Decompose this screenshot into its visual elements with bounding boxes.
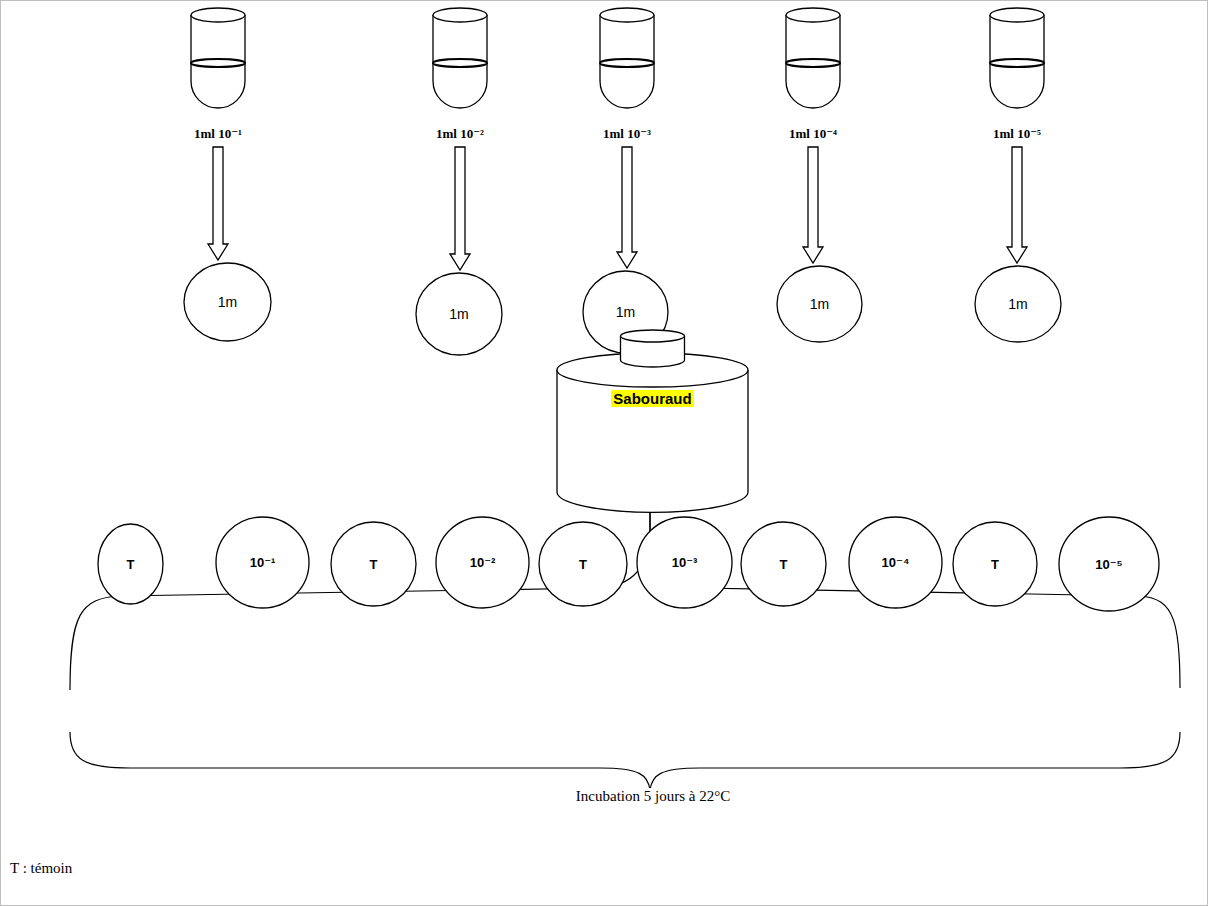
petri-dish: T (538, 521, 628, 607)
circle-outline (184, 263, 271, 341)
pipette-circle: 1m (415, 272, 503, 356)
tube-outline (956, 5, 1078, 142)
plate-label: 10⁻² (470, 555, 496, 570)
tube-rim (786, 8, 840, 22)
test-tube: 1ml 10⁻⁵ (956, 5, 1078, 142)
petri-dish: 10⁻¹ (215, 516, 310, 609)
circle-outline (98, 524, 163, 604)
brace-upper-left (70, 512, 650, 690)
legend-note: T : témoin (10, 860, 72, 877)
dilution-label: 1ml 10⁻⁵ (956, 126, 1078, 142)
circle-outline (539, 522, 627, 606)
pipette-circle: 1m (776, 265, 863, 343)
pipette-circle: 1m (974, 265, 1062, 343)
bottle-body (557, 370, 748, 512)
petri-dish: 10⁻² (435, 516, 530, 609)
plate-label: 10⁻⁴ (882, 555, 910, 570)
liquid-level (786, 59, 840, 67)
bottle-outline (553, 328, 752, 514)
circle-outline (975, 266, 1061, 342)
brace-upper-right (650, 512, 1180, 688)
plate-label: T (579, 557, 587, 572)
plate-label: 10⁻³ (672, 555, 698, 570)
plate-label: 10⁻¹ (250, 555, 276, 570)
liquid-level (191, 59, 245, 67)
tube-outline (157, 5, 279, 142)
tube-rim (433, 8, 487, 22)
circle-outline (216, 517, 309, 608)
test-tube: 1ml 10⁻¹ (157, 5, 279, 142)
petri-dish: T (952, 521, 1038, 607)
incubation-note: Incubation 5 jours à 22°C (573, 788, 733, 805)
tube-body (191, 15, 245, 108)
tube-body (433, 15, 487, 108)
volume-label: 1m (810, 296, 829, 312)
bottle-cap (621, 330, 685, 342)
petri-dish: T (97, 523, 164, 605)
petri-dish: T (740, 521, 827, 607)
tube-outline (566, 5, 688, 142)
circle-outline (1059, 517, 1159, 611)
circle-outline (849, 517, 942, 608)
plate-label: T (370, 557, 378, 572)
brace-lower-left (70, 732, 650, 790)
block-arrow (208, 147, 228, 260)
pipette-circle: 1m (183, 262, 272, 342)
circle-outline (331, 522, 416, 606)
tube-rim (191, 8, 245, 22)
petri-dish: 10⁻³ (636, 516, 733, 609)
volume-label: 1m (1008, 296, 1027, 312)
block-arrow (1007, 147, 1027, 263)
block-arrow (617, 147, 637, 268)
highlighted-text: Sabouraud (611, 390, 693, 407)
tube-rim (600, 8, 654, 22)
circle-outline (777, 266, 862, 342)
petri-dish: 10⁻⁴ (848, 516, 943, 609)
medium-name: Sabouraud (553, 390, 752, 408)
test-tube: 1ml 10⁻⁴ (752, 5, 874, 142)
circle-outline (436, 517, 529, 608)
circle-outline (953, 522, 1037, 606)
tube-outline (752, 5, 874, 142)
block-arrow (803, 147, 823, 263)
plate-label: T (991, 557, 999, 572)
petri-dish: 10⁻⁵ (1058, 516, 1160, 612)
plate-label: T (127, 557, 135, 572)
tube-rim (990, 8, 1044, 22)
liquid-level (600, 59, 654, 67)
test-tube: 1ml 10⁻² (399, 5, 521, 142)
volume-label: 1m (449, 306, 468, 322)
circle-outline (637, 517, 732, 608)
liquid-level (433, 59, 487, 67)
liquid-level (990, 59, 1044, 67)
dilution-label: 1ml 10⁻² (399, 126, 521, 142)
tube-body (600, 15, 654, 108)
block-arrow (450, 147, 470, 270)
tube-body (786, 15, 840, 108)
plate-label: T (780, 557, 788, 572)
petri-dish: T (330, 521, 417, 607)
dilution-label: 1ml 10⁻³ (566, 126, 688, 142)
tube-outline (399, 5, 521, 142)
dilution-label: 1ml 10⁻⁴ (752, 126, 874, 142)
test-tube: 1ml 10⁻³ (566, 5, 688, 142)
circle-outline (741, 522, 826, 606)
circle-outline (416, 273, 502, 355)
brace-lower-right (650, 732, 1180, 790)
volume-label: 1m (616, 304, 635, 320)
tube-body (990, 15, 1044, 108)
volume-label: 1m (218, 294, 237, 310)
dilution-label: 1ml 10⁻¹ (157, 126, 279, 142)
plate-label: 10⁻⁵ (1095, 557, 1122, 572)
medium-bottle: Sabouraud (553, 328, 752, 514)
